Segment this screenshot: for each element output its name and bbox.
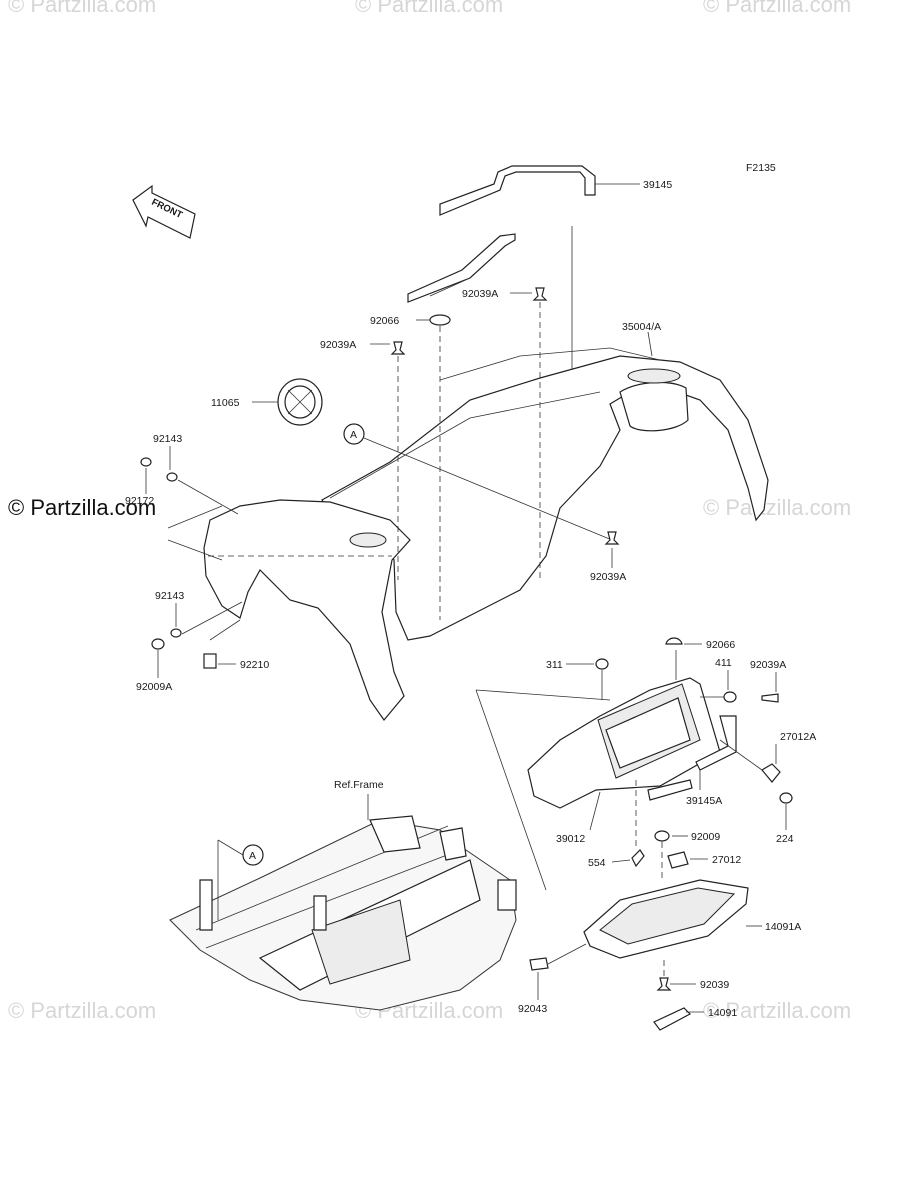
watermark-top-center: © Partzilla.com: [355, 0, 504, 17]
part-39145-seal: [407, 165, 596, 303]
part-92066-plug: [429, 314, 451, 326]
part-11065-grommet: [277, 378, 323, 426]
watermark-top-left: © Partzilla.com: [8, 0, 157, 17]
watermark-main: © Partzilla.com: [8, 495, 157, 520]
part-92039A-clip-left: [390, 341, 406, 355]
part-92043-screw: [529, 957, 549, 971]
figure-code: F2135: [746, 162, 776, 174]
label-224: 224: [776, 833, 794, 845]
part-224-screw: [779, 792, 793, 804]
watermark-mid-right: © Partzilla.com: [703, 495, 852, 520]
part-92143-washer: [170, 628, 182, 638]
part-92039A-clip-mid: [604, 531, 620, 545]
label-92172: 92172: [125, 495, 154, 507]
watermark-bottom-left: © Partzilla.com: [8, 998, 157, 1023]
part-27012-latch: [667, 851, 689, 869]
part-92009-bolt: [654, 830, 670, 842]
part-92039-clip: [656, 977, 672, 991]
part-14091-bracket: [653, 1007, 691, 1031]
label-92039: 92039: [700, 979, 729, 991]
callout-a-lower-label: A: [249, 850, 256, 862]
part-92066-box-plug: [665, 637, 683, 645]
part-92039A-clip-top: [532, 287, 548, 301]
label-92143-top: 92143: [153, 433, 182, 445]
part-92172-screw: [140, 457, 178, 482]
part-92210-clip: [203, 653, 217, 669]
label-39145A: 39145A: [686, 795, 722, 807]
part-27012A-latch: [761, 763, 781, 783]
callout-a-upper: [343, 423, 365, 445]
label-11065: 11065: [211, 397, 240, 409]
label-92066-box: 92066: [706, 639, 735, 651]
label-92039A-top: 92039A: [462, 288, 498, 300]
part-left-fender: [203, 499, 411, 721]
label-14091: 14091: [708, 1007, 737, 1019]
part-92039A-box-clip: [761, 693, 779, 703]
label-411: 411: [715, 657, 732, 669]
label-ref-frame: Ref.Frame: [334, 779, 384, 791]
label-92066-top: 92066: [370, 315, 399, 327]
label-311: 311: [546, 659, 563, 671]
label-39145: 39145: [643, 179, 672, 191]
part-39012-storage-box: [527, 677, 721, 809]
label-39012: 39012: [556, 833, 585, 845]
callout-a-upper-label: A: [350, 429, 357, 441]
part-14091A-lid: [583, 879, 749, 959]
label-554: 554: [588, 857, 606, 869]
label-35004A: 35004/A: [622, 321, 661, 333]
ref-frame-drawing: [169, 815, 517, 1011]
label-92039A-box: 92039A: [750, 659, 786, 671]
label-92039A-mid: 92039A: [590, 571, 626, 583]
label-92009A: 92009A: [136, 681, 172, 693]
part-311-nut: [595, 658, 609, 670]
part-411-washer: [723, 691, 737, 703]
part-92009A-bolt: [151, 638, 165, 650]
label-92039A-left: 92039A: [320, 339, 356, 351]
part-554-pin: [631, 849, 645, 868]
label-92009: 92009: [691, 831, 720, 843]
watermark-bottom-right: © Partzilla.com: [703, 998, 852, 1023]
label-27012A: 27012A: [780, 731, 816, 743]
label-92043: 92043: [518, 1003, 547, 1015]
part-35004A-fender: [321, 347, 769, 641]
label-14091A: 14091A: [765, 921, 801, 933]
front-arrow-icon: FRONT: [132, 184, 196, 239]
watermark-top-right: © Partzilla.com: [703, 0, 852, 17]
label-27012: 27012: [712, 854, 741, 866]
label-92210: 92210: [240, 659, 269, 671]
label-92143-bottom: 92143: [155, 590, 184, 602]
